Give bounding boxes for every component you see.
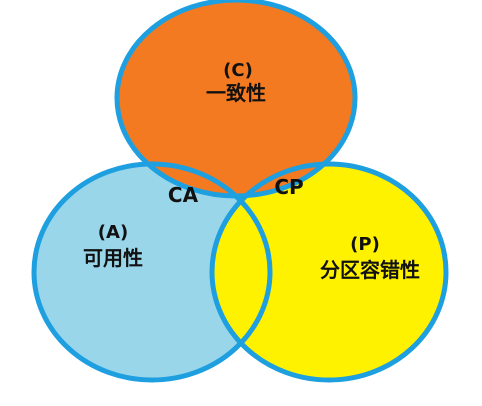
partition-tolerance-name-label: 分区容错性 bbox=[320, 258, 420, 282]
consistency-name-label: 一致性 bbox=[206, 81, 266, 105]
availability-circle bbox=[34, 164, 270, 380]
consistency-circle bbox=[117, 0, 355, 196]
consistency-letter-label: (C) bbox=[223, 60, 253, 81]
availability-letter-label: (A) bbox=[98, 222, 128, 243]
consistency-circle-outline bbox=[114, 0, 358, 199]
availability-circle-outline bbox=[31, 161, 273, 383]
availability-name-label: 可用性 bbox=[83, 246, 143, 270]
overlap-ca-label: CA bbox=[168, 183, 199, 207]
partition-tolerance-circle-outline bbox=[209, 161, 449, 383]
partition-tolerance-circle bbox=[212, 164, 446, 380]
overlap-cp-label: CP bbox=[274, 175, 303, 199]
partition-tolerance-letter-label: (P) bbox=[350, 234, 380, 255]
